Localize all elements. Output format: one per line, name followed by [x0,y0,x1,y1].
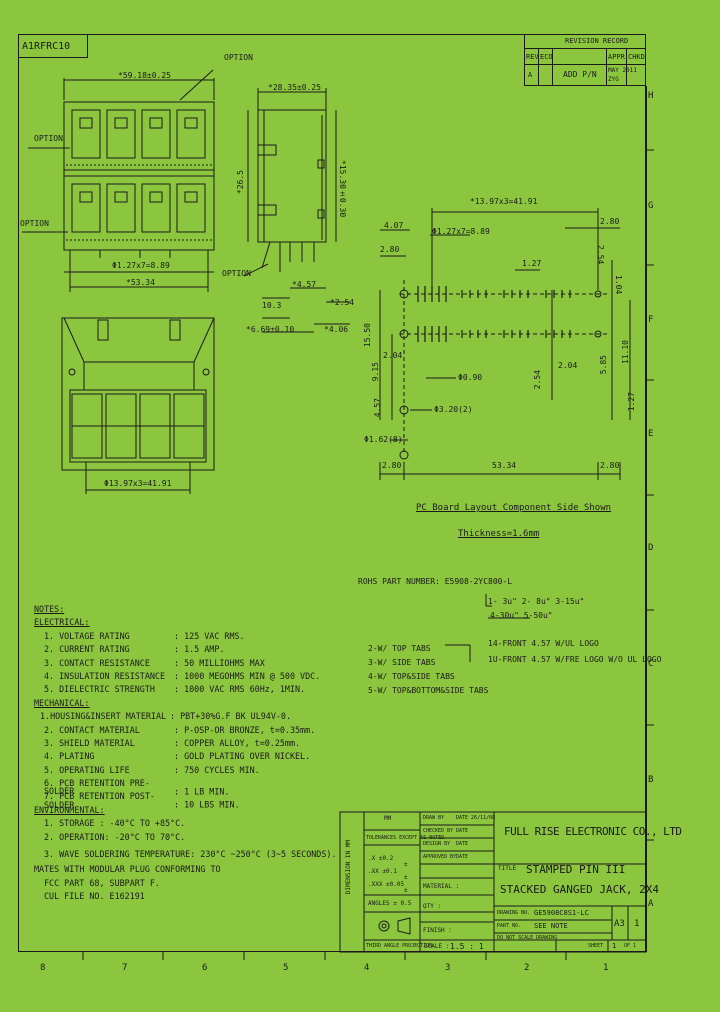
qty-label: QTY : [423,903,442,910]
dim-side-height: *26.5 [236,170,245,195]
note-electrical-5: 5. DIELECTRIC STRENGTH: 1000 VAC RMS 60H… [44,684,306,695]
drawing-title-line1: STAMPED PIN III [526,863,626,876]
drawing-no: GE5908C8S1-LC [534,909,589,917]
sheet-label: SHEET [588,943,604,949]
note-mechanical-5: 5. OPERATING LIFE: 750 CYCLES MIN. [44,764,260,775]
dim-front-pitch: Φ1.27x7=8.89 [112,261,170,270]
notes-title: NOTES: [34,604,65,614]
note-env-3: 3. WAVE SOLDERING TEMPERATURE: 230°C ~25… [44,849,337,860]
label-option-left: OPTION [34,134,63,143]
note-footer-2: FCC PART 68, SUBPART F. [44,877,160,888]
dim-bottom-pitch: Φ13.97x3=41.91 [104,479,172,488]
dim-side-103: 10.3 [262,301,282,310]
material-label: MATERIAL : [423,883,460,890]
zone-num-3: 3 [445,963,451,973]
zone-num-7: 7 [122,963,128,973]
notes-block: NOTES: ELECTRICAL: 1. VOLTAGE RATING: 12… [34,605,336,906]
title-label: TITLE [498,865,517,872]
dimension-unit-side: DIMENSION IN MM [345,840,352,895]
size-value: A3 [614,919,625,929]
company-name: FULL RISE ELECTRONIC CO., LTD [504,825,682,838]
dim-side-254: *2.54 [330,298,355,307]
scale-label: SCALE : [424,943,450,950]
zone-num-2: 2 [524,963,530,973]
note-mechanical-6: 6. PCB RETENTION PRE-SOLDER: 1 LB MIN. [44,778,230,797]
drawing-no-label: DRAWING NO. [497,910,531,916]
note-footer-1: MATES WITH MODULAR PLUG CONFORMING TO [34,864,221,875]
note-mechanical-4: 4. PLATING: GOLD PLATING OVER NICKEL. [44,751,311,762]
label-option-left2: OPTION [20,219,49,228]
scale-value: 1.5 : 1 [450,942,484,951]
drawing-title-line2: STACKED GANGED JACK, 2X4 [500,883,659,896]
note-env-2: 2. OPERATION: -20°C TO 70°C. [44,831,186,842]
zone-num-6: 6 [202,963,208,973]
drawing-frame [18,34,646,952]
note-electrical-4: 4. INSULATION RESISTANCE: 1000 MEGOHMS M… [44,670,321,681]
dim-side-457: *4.57 [292,280,317,289]
zone-letter-g: G [648,201,654,211]
revision-desc: ADD P/N [563,70,597,79]
revision-record [524,34,646,86]
rohs-part-number: ROHS PART NUMBER: E5908-2YC800-L [358,577,513,586]
title-block-lines [339,811,647,953]
tolerance-title: TOLERANCES EXCEPT AS NOTED [366,835,445,841]
dim-front-overall: *53.34 [126,278,155,287]
environmental-title: ENVIRONMENTAL: [34,804,105,815]
zone-letter-h: H [648,91,654,101]
bottom-view [61,317,215,494]
rev-value: 1 [634,919,640,929]
note-electrical-3: 3. CONTACT RESISTANCE: 50 MILLIOHMS MAX [44,657,265,668]
pcb-top-dim: *13.97x3=41.91 [470,197,538,206]
dim-side-406: *4.06 [324,325,349,334]
revision-title: REVISION RECORD [565,37,629,45]
do-not-scale: DO NOT SCALE DRAWING [497,935,558,941]
note-mechanical-3: 3. SHIELD MATERIAL: COPPER ALLOY, t=0.25… [44,737,301,748]
note-env-1: 1. STORAGE : -40°C TO +85°C. [44,818,186,829]
mechanical-title: MECHANICAL: [34,697,90,708]
zone-num-4: 4 [364,963,370,973]
pcb-layout-view [379,208,631,662]
finish-label: FINISH : [423,927,452,934]
label-option-side: OPTION [222,269,251,278]
dim-side-depth: *28.35±0.25 [268,83,321,92]
part-no: SEE NOTE [534,922,568,930]
border-ticks [82,149,654,960]
zone-letter-d: D [648,543,654,553]
note-mechanical-2: 2. CONTACT MATERIAL: P-OSP-OR BRONZE, t=… [44,724,316,735]
note-footer-3: CUL FILE NO. E162191 [44,891,145,902]
zone-num-1: 1 [603,963,609,973]
dim-front-width: *59.18±0.25 [118,71,171,80]
electrical-title: ELECTRICAL: [34,617,90,628]
zone-num-8: 8 [40,963,46,973]
zone-num-5: 5 [283,963,289,973]
zone-letter-a: A [648,899,654,909]
dim-side-height2: *15.30±0.30 [338,160,347,218]
third-angle-label: THIRD ANGLE PROJECTION [366,943,433,949]
angles-label: ANGLES ± 0.5 [368,900,412,907]
part-no-label: PART NO. [497,923,522,929]
sheet-of: OF 1 [624,943,637,949]
zone-letter-f: F [648,315,654,325]
note-mechanical-7: 7. PCB RETENTION POST-SOLDER: 10 LBS MIN… [44,791,240,810]
drawing-id-box: A1RFRC10 [18,34,88,58]
note-electrical-1: 1. VOLTAGE RATING: 125 VAC RMS. [44,630,245,641]
dim-side-669: *6.69±0.10 [246,325,295,334]
zone-letter-b: B [648,775,654,785]
zone-letter-c: C [648,659,654,669]
pcb-thickness: Thickness=1.6mm [458,529,540,539]
note-mechanical-1: 1.HOUSING&INSERT MATERIAL: PBT+30%G.F BK… [40,711,292,722]
note-electrical-2: 2. CURRENT RATING: 1.5 AMP. [44,644,225,655]
sheet-value: 1 [612,942,617,950]
drawing-id: A1RFRC10 [22,41,71,52]
label-option-top: OPTION [224,53,253,62]
front-view [22,69,215,292]
zone-letter-e: E [648,429,654,439]
pcb-caption: PC Board Layout Component Side Shown [416,503,612,513]
unit-label: MM [384,815,392,822]
side-view [243,88,350,333]
